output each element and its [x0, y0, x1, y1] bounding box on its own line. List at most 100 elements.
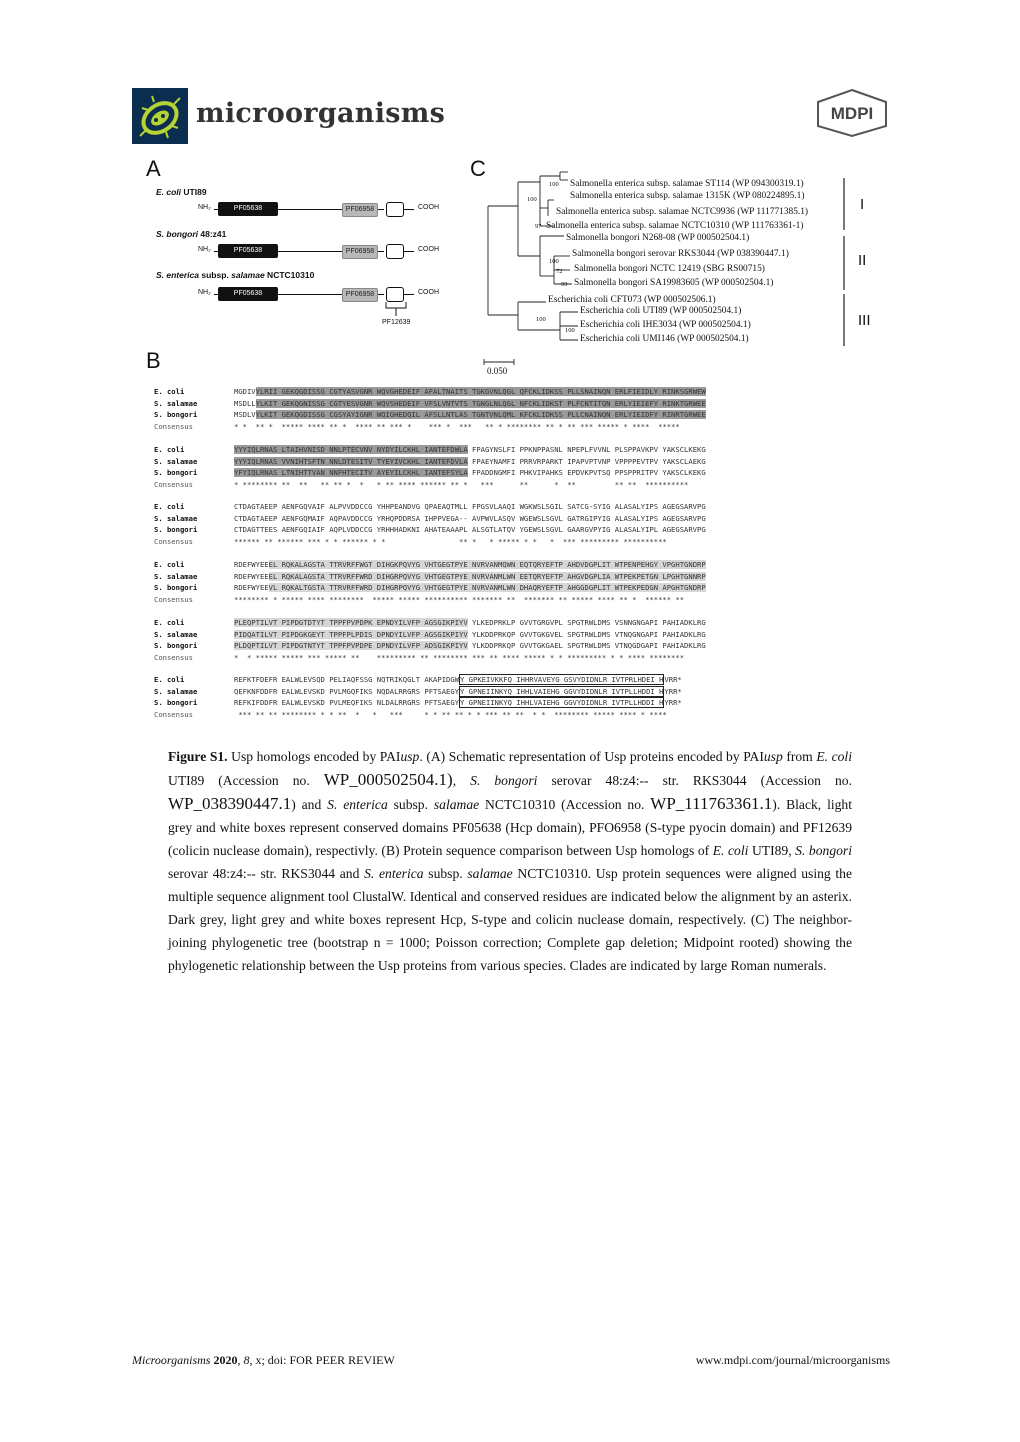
- domain-pf06958: PF06958: [342, 245, 378, 259]
- alignment-sequence-name: Consensus: [154, 421, 193, 431]
- alignment-sequence-name: Consensus: [154, 536, 193, 546]
- alignment-sequence-name: S. bongori: [154, 410, 198, 419]
- alignment-sequence: PLEQPTILVT PIPDGTDTYT TPPFPVPDPK EPNDYIL…: [234, 618, 706, 627]
- protein-line: [214, 209, 384, 211]
- n-terminus-label: NH₂: [198, 289, 211, 296]
- panel-a-organism-1: E. coli UTI89: [156, 187, 207, 197]
- phylogenetic-tree: [483, 171, 845, 365]
- alignment-sequence-name: S. bongori: [154, 468, 198, 477]
- alignment-sequence: REFKIFDDFR EALWLEVSKD PVLMEQFIKS NLDALRR…: [234, 697, 682, 708]
- domain-white-box: [386, 202, 404, 217]
- alignment-sequence: CTDAGTTEES AENFGQIAIF AQPLVDDCCG YRHHHAD…: [234, 525, 706, 534]
- domain-pf05638: PF05638: [218, 287, 278, 301]
- tree-leaf: Salmonella enterica subsp. salamae NCTC1…: [546, 221, 804, 231]
- alignment-sequence-name: E. coli: [154, 675, 185, 684]
- alignment-sequence: YYYIQLRNAS VVNIHTSFTN NNLDTESITV TYEYIVC…: [234, 456, 706, 466]
- n-terminus-label: NH₂: [198, 246, 211, 253]
- tree-leaf: Salmonella bongori N268-08 (WP 000502504…: [566, 233, 750, 243]
- tree-leaf: Escherichia coli CFT073 (WP 000502506.1): [548, 295, 716, 305]
- bootstrap-value: 97: [535, 223, 542, 230]
- bootstrap-value: 100: [549, 181, 559, 188]
- bootstrap-value: 100: [549, 258, 559, 265]
- alignment-sequence: PLDQPTILVT PIPDGTNTYT TPPFPVPDPE DPNDYIL…: [234, 641, 706, 650]
- alignment-sequence: CTDAGTAEEP AENFGQMAIF AQPAVDDCCG YRHQPDD…: [234, 513, 706, 523]
- c-terminus-label: COOH: [418, 289, 439, 296]
- n-terminus-label: NH₂: [198, 204, 211, 211]
- alignment-sequence-name: S. bongori: [154, 583, 198, 592]
- panel-a-organism-3: S. enterica subsp. salamae NCTC10310: [156, 270, 315, 280]
- alignment-sequence: RDEFWYEEEL RQKALAGSTA TTRVRFFWRD DIHGRPQ…: [234, 571, 706, 581]
- tree-leaf: Salmonella bongori SA19983605 (WP 000502…: [574, 278, 774, 288]
- c-terminus-label: COOH: [418, 246, 439, 253]
- panel-a-letter: A: [146, 156, 161, 181]
- bootstrap-value: 100: [536, 316, 546, 323]
- alignment-sequence-name: S. salamae: [154, 571, 198, 581]
- alignment-sequence: YFYIQLRNAS LTNIHTTVAN NNFHTECITV AYEYILC…: [234, 468, 706, 477]
- tree-leaf: Escherichia coli IHE3034 (WP 000502504.1…: [580, 320, 751, 330]
- tree-leaf: Salmonella enterica subsp. salamae ST114…: [570, 179, 804, 189]
- bootstrap-value: 100: [565, 327, 575, 334]
- protein-line: [404, 209, 414, 211]
- alignment-consensus: ****** ** ****** *** * * ****** * * ** *…: [234, 536, 667, 546]
- journal-logo: [132, 88, 188, 144]
- caption-label: Figure S1.: [168, 749, 228, 764]
- alignment-sequence-name: S. bongori: [154, 698, 198, 707]
- mdpi-logo-text: MDPI: [831, 104, 874, 123]
- domain-white-box: [386, 287, 404, 302]
- alignment-sequence-name: E. coli: [154, 618, 185, 627]
- protein-line: [404, 294, 414, 296]
- alignment-sequence: QEFKNFDDFR EALWLEVSKD PVLMGQFIKS NQDALRR…: [234, 685, 682, 697]
- alignment-consensus: *** ** ** ******** * * ** * * *** * * **…: [234, 709, 667, 719]
- journal-name: microorganisms: [196, 98, 446, 129]
- tree-leaf: Salmonella bongori serovar RKS3044 (WP 0…: [572, 249, 789, 259]
- alignment-sequence: REFKTFDEFR EALWLEVSQD PELIAQFSSG NQTRIKQ…: [234, 674, 682, 685]
- alignment-sequence: RDEFWYEEVL RQKALTGSTA TTRVRFFWRD DIHGRPQ…: [234, 583, 706, 592]
- alignment-sequence-name: Consensus: [154, 709, 193, 719]
- tree-leaf: Salmonella enterica subsp. salamae 1315K…: [570, 191, 805, 201]
- domain-pf06958: PF06958: [342, 288, 378, 302]
- alignment-sequence-name: E. coli: [154, 445, 185, 454]
- alignment-consensus: * * ***** ***** *** ***** ** ********* *…: [234, 652, 685, 662]
- pf12639-bracket: [385, 302, 407, 316]
- alignment-consensus: ******** * ***** **** ******** ***** ***…: [234, 594, 685, 604]
- alignment-sequence-name: E. coli: [154, 502, 185, 511]
- panel-c-letter: C: [470, 156, 486, 181]
- domain-pf05638: PF05638: [218, 244, 278, 258]
- panel-b-letter: B: [146, 348, 161, 373]
- alignment-consensus: * ******** ** ** ** ** * * * ** **** ***…: [234, 479, 689, 489]
- domain-white-box: [386, 244, 404, 259]
- domain-pf05638: PF05638: [218, 202, 278, 216]
- footer-url[interactable]: www.mdpi.com/journal/microorganisms: [695, 1353, 890, 1367]
- tree-leaf: Escherichia coli UMI146 (WP 000502504.1): [580, 334, 749, 344]
- clade-label: II: [858, 252, 867, 269]
- alignment-sequence: CTDAGTAEEP AENFGQVAIF ALPVVDDCCG YHHPEAN…: [234, 502, 706, 511]
- alignment-sequence: MSDLVYLKIT GEKQGDISSG CGSYAYIGNR WQIGHED…: [234, 410, 706, 419]
- alignment-consensus: * * ** * ***** **** ** * **** ** *** * *…: [234, 421, 680, 431]
- protein-line: [214, 294, 384, 296]
- alignment-sequence-name: E. coli: [154, 560, 185, 569]
- figure-caption: Figure S1. Usp homologs encoded by PAIus…: [168, 749, 853, 973]
- alignment-sequence: MGDIVYLRII GEKQGDISSG CGTYASVGNR WQVGHED…: [234, 387, 706, 396]
- scale-bar-label: 0.050: [487, 366, 508, 376]
- clade-label: I: [860, 196, 865, 213]
- mdpi-logo: MDPI: [814, 88, 890, 138]
- bootstrap-value: 99: [561, 281, 568, 288]
- c-terminus-label: COOH: [418, 204, 439, 211]
- alignment-sequence: YYYIQLRNAS LTAIHVNISD NNLPTECVNV NYDYILC…: [234, 445, 706, 454]
- panel-a-organism-2: S. bongori 48:z41: [156, 229, 227, 239]
- alignment-sequence-name: Consensus: [154, 594, 193, 604]
- alignment-sequence-name: S. salamae: [154, 513, 198, 523]
- alignment-sequence-name: Consensus: [154, 652, 193, 662]
- bootstrap-value: 100: [527, 196, 537, 203]
- protein-line: [404, 251, 414, 253]
- alignment-sequence-name: S. bongori: [154, 641, 198, 650]
- alignment-sequence: MSDLLYLKIT GEKQGNISSG CGTYESVGNR WQVSHED…: [234, 398, 706, 408]
- alignment-sequence: PIDQATILVT PIPDGKGEYT TPPFPLPDIS DPNDYIL…: [234, 629, 706, 639]
- tree-leaf: Escherichia coli UTI89 (WP 000502504.1): [580, 306, 742, 316]
- pf12639-label: PF12639: [382, 319, 411, 326]
- bootstrap-value: 72: [556, 268, 563, 275]
- alignment-sequence-name: S. bongori: [154, 525, 198, 534]
- protein-line: [214, 251, 384, 253]
- domain-pf06958: PF06958: [342, 203, 378, 217]
- tree-leaf: Salmonella enterica subsp. salamae NCTC9…: [556, 207, 809, 217]
